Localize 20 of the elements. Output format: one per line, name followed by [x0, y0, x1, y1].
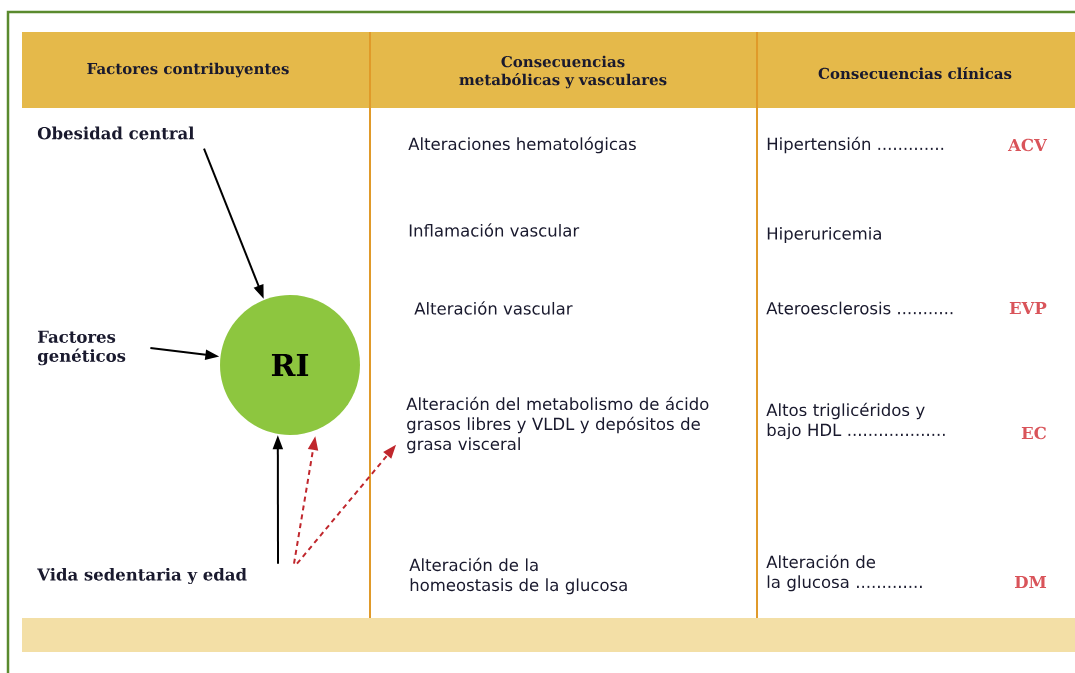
header-text: Factores contribuyentes	[87, 62, 289, 78]
consequence-text: Alteración del metabolismo de ácido grasos libres y VLDL y depósitos de grasa visceral	[406, 396, 709, 454]
header-text: Consecuencias clínicas	[818, 66, 1012, 80]
body-text: Hipertensión .............	[767, 136, 944, 154]
body-text: Alteraciones hematológicas	[408, 136, 636, 154]
body-text: Inflamación vascular	[409, 223, 580, 237]
body-text: Hiperuricemia	[767, 227, 881, 243]
abbreviation: EC	[1021, 426, 1046, 440]
factor-label: Vida sedentaria y edad	[37, 567, 247, 585]
body-text: Alteración vascular	[414, 301, 573, 315]
abbreviation: DM	[1015, 576, 1047, 588]
factor-label: Factores genéticos	[37, 330, 126, 366]
body-text: Alteración de la glucosa .............	[766, 554, 922, 592]
header-text: Consecuencias metabólicas y vasculares	[459, 55, 667, 89]
abbreviation: ACV	[1007, 138, 1048, 152]
abbreviation: EVP	[1009, 302, 1047, 314]
body-text: Altos triglicéridos y bajo HDL ...................	[766, 402, 945, 440]
body-text: Alteración de la homeostasis de la glucosa	[409, 557, 627, 595]
body-text: Ateroesclerosis ...........	[766, 301, 953, 315]
factor-label: Obesidad central	[37, 126, 195, 140]
